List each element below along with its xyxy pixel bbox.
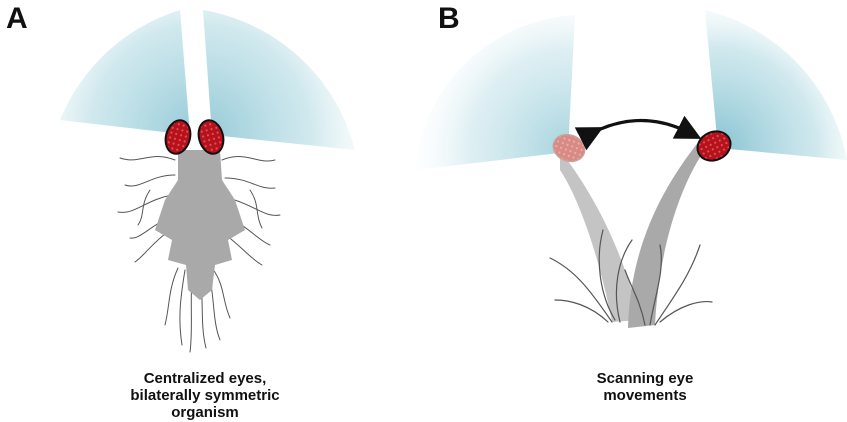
plant-stalk-right (628, 140, 705, 328)
caption-a: Centralized eyes, bilaterally symmetric … (90, 370, 320, 421)
panel-letter-b: B (438, 4, 460, 34)
double-arrow-icon (592, 121, 690, 134)
plant-stalk-left (560, 150, 640, 322)
organism-silhouette (155, 150, 245, 300)
panel-b (415, 10, 847, 328)
caption-b-line: movements (530, 387, 760, 404)
caption-b-line: Scanning eye (530, 370, 760, 387)
caption-b: Scanning eye movements (530, 370, 760, 404)
caption-a-line: bilaterally symmetric (90, 387, 320, 404)
caption-a-line: organism (90, 404, 320, 421)
field-of-view-right-icon (203, 10, 355, 150)
field-of-view-left-icon (60, 10, 190, 135)
field-of-view-left-icon (415, 15, 575, 170)
panel-a (60, 10, 355, 352)
caption-a-line: Centralized eyes, (90, 370, 320, 387)
panel-letter-a: A (6, 4, 28, 34)
